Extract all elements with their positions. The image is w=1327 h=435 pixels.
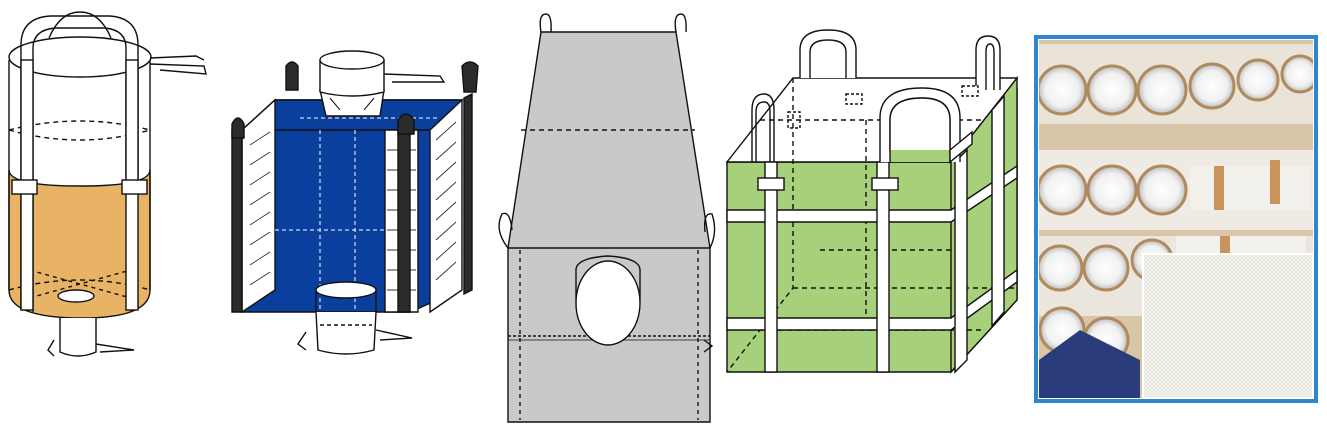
- round-bag-diagram: [8, 11, 207, 357]
- fabric-swatch-inset: [1142, 253, 1313, 398]
- roll-row-1: [1039, 44, 1313, 124]
- flat-bag-body-fill: [507, 31, 711, 423]
- fabric-rolls-photo: [1034, 35, 1318, 403]
- square-bag-diagram: [725, 29, 1019, 374]
- baffle-bag-diagram: [231, 50, 479, 355]
- roll-row-2: [1039, 150, 1313, 230]
- blue-tarp: [1039, 330, 1140, 398]
- flat-bag-diagram: [498, 13, 716, 423]
